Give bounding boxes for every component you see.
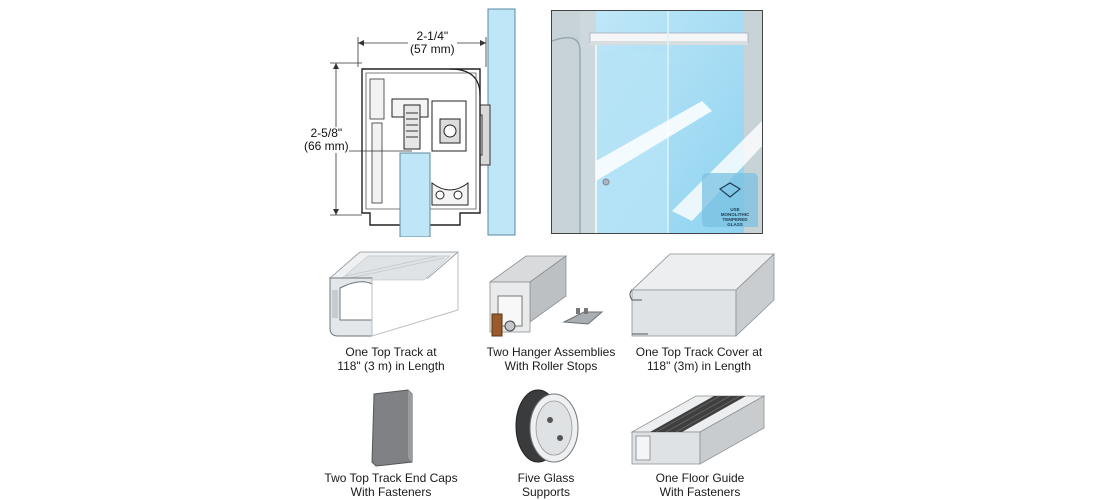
floor-guide-caption-line1: One Floor Guide [655, 471, 745, 485]
end-cap-image [368, 386, 418, 468]
top-track-caption-line1: One Top Track at [345, 345, 437, 359]
decal-line-2: MONOLITHIC [720, 212, 750, 217]
roller-bolt [403, 104, 421, 150]
glass-support-caption: Five Glass Supports [466, 471, 626, 499]
width-dim-mm: (57 mm) [410, 42, 455, 56]
tempered-glass-decal [702, 173, 758, 227]
top-track-caption: One Top Track at 118" (3 m) in Length [306, 345, 476, 373]
track-cover-caption-line2: 118" (3m) in Length [646, 359, 752, 373]
decal-line-1: USE [730, 207, 740, 212]
hanger-assembly-image [484, 252, 614, 340]
glass-support-caption-line2: Supports [521, 485, 571, 499]
decal-text: USE MONOLITHIC TEMPERED GLASS [710, 207, 760, 227]
floor-guide-caption-line2: With Fasteners [659, 485, 741, 499]
decal-line-4: GLASS [727, 222, 743, 227]
end-cap-caption-line2: With Fasteners [350, 485, 432, 499]
track-cover-caption-line1: One Top Track Cover at [635, 345, 763, 359]
width-dimension-label: 2-1/4" (57 mm) [408, 30, 457, 56]
decal-line-3: TEMPERED [722, 217, 748, 222]
hanger-caption-line2: With Roller Stops [504, 359, 598, 373]
cross-section-svg [330, 8, 516, 238]
end-cap-caption: Two Top Track End Caps With Fasteners [298, 471, 484, 499]
end-cap-caption-line1: Two Top Track End Caps [324, 471, 458, 485]
top-track-caption-line2: 118" (3 m) in Length [337, 359, 445, 373]
cross-section-drawing: 2-1/4" (57 mm) 2-5/8" (66 mm) [300, 5, 540, 238]
installed-door-photo: USE MONOLITHIC TEMPERED GLASS [551, 10, 763, 234]
hanger-caption-line1: Two Hanger Assemblies [486, 345, 616, 359]
height-dimension-label: 2-5/8" (66 mm) [304, 127, 349, 153]
height-dim-mm: (66 mm) [304, 139, 349, 153]
glass-support-caption-line1: Five Glass [517, 471, 575, 485]
floor-guide-caption: One Floor Guide With Fasteners [620, 471, 780, 499]
top-track-cover-caption: One Top Track Cover at 118" (3m) in Leng… [614, 345, 784, 373]
door-photo-svg [552, 11, 762, 233]
glass-support-image [506, 384, 586, 468]
top-track-cover-image [626, 250, 776, 340]
width-dim-inch: 2-1/4" [416, 29, 449, 43]
floor-guide-image [626, 392, 766, 468]
hanger-assembly-caption: Two Hanger Assemblies With Roller Stops [466, 345, 636, 373]
wall-glass-panel [487, 8, 516, 236]
height-dim-inch: 2-5/8" [310, 126, 343, 140]
top-track-image [320, 248, 460, 340]
door-glass-panel [399, 152, 431, 238]
